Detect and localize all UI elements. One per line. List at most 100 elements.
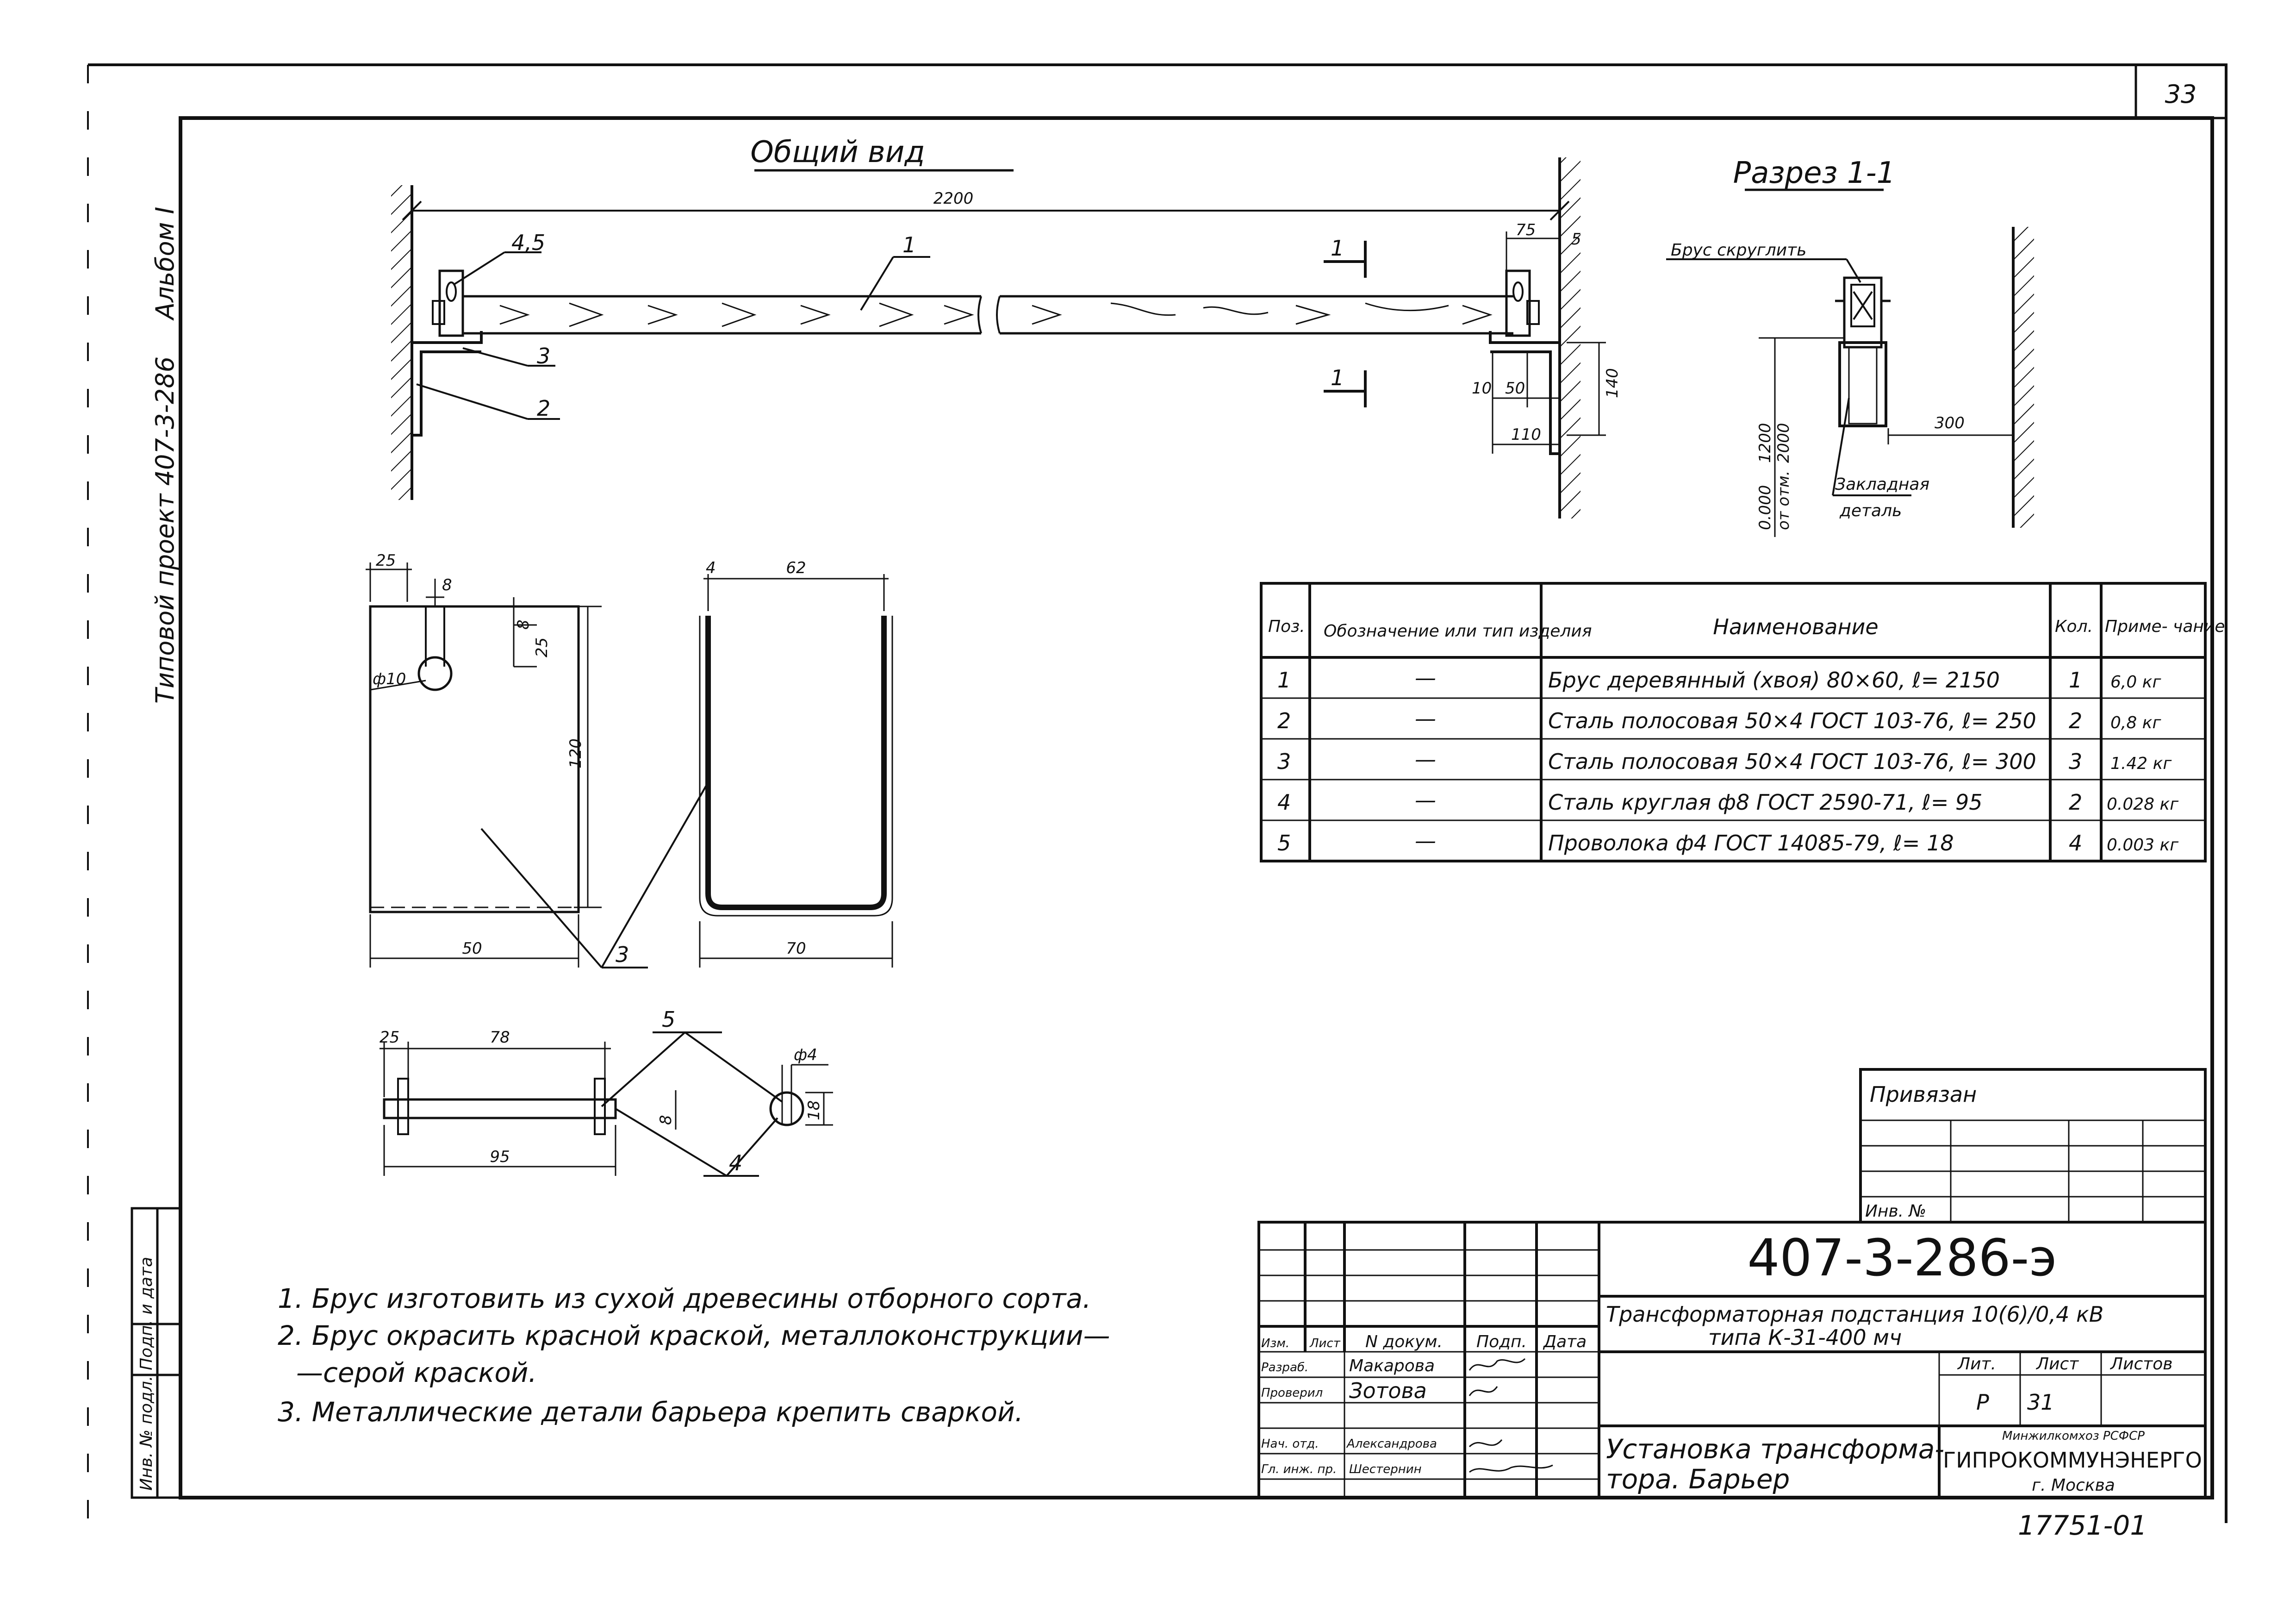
dim-140: 140 [1603,368,1622,398]
spec-cell: Сталь полосовая 50×4 ГОСТ 103-76, ℓ= 250 [1548,708,2036,733]
spec-header-qty: Кол. [2055,617,2093,636]
side-project-label: Типовой проект 407-3-286 [150,356,180,704]
bracket-pos-3: 3 [616,942,629,967]
spec-cell: 3 [1277,749,1291,774]
bracket-dim-70: 70 [786,939,806,958]
tb-header-list: Лист [1309,1337,1341,1350]
tb-role-2: Проверил [1261,1386,1323,1400]
binding-label: Привязан [1870,1082,1977,1107]
archive-code: 17751-01 [2018,1510,2147,1541]
note-line-3: —серой краской. [296,1357,537,1388]
dim-300: 300 [1935,414,1965,432]
section-title: Разрез 1-1 [1733,156,1896,190]
dim-1200: 1200 [1756,423,1774,463]
wooden-bar [463,295,1513,335]
tb-sheet-label: Лист [2035,1355,2079,1374]
dim-floor-2: 0.000 [1756,485,1774,530]
plate-dim-25b: 25 [533,637,551,657]
pos-1-label: 1 [902,232,916,257]
binding-inv-label: Инв. № [1865,1202,1926,1221]
dim-75: 75 [1516,221,1536,239]
tb-name-2: Зотова [1349,1378,1427,1403]
spec-cell: 4 [1277,790,1291,815]
spec-cell: 6,0 кг [2110,673,2161,692]
detail-pin [383,1078,804,1135]
side-stamp [131,1207,182,1499]
plate-dim-8: 8 [442,576,452,594]
tb-name-1: Макарова [1349,1356,1435,1375]
dim-50: 50 [1505,379,1525,398]
side-stamp-sign: Подп. и дата [137,1257,156,1370]
org-city: г. Москва [2032,1476,2115,1495]
detail-plate [369,605,580,913]
spec-cell: 0,8 кг [2110,713,2161,732]
sheet-frame [87,63,2228,1542]
pin-dim-95: 95 [490,1148,510,1166]
spec-cell: — [1415,828,1436,853]
tb-header-sign: Подп. [1476,1332,1527,1351]
tb-header-doc: N докум. [1365,1332,1443,1351]
section-note-embed-1: Закладная [1835,475,1929,494]
plate-dim-phi10: ф10 [373,670,406,688]
pin-dim-phi4: ф4 [794,1046,817,1064]
tb-role-5: Гл. инж. пр. [1261,1462,1337,1476]
pos-2-label: 2 [537,396,550,421]
bracket-dim-4: 4 [706,559,716,577]
pin-dim-18: 18 [805,1100,823,1120]
pin-dim-78: 78 [490,1028,510,1047]
spec-cell: Брус деревянный (хвоя) 80×60, ℓ= 2150 [1548,668,2000,693]
spec-header-designation: Обозначение или тип изделия [1324,622,1592,641]
spec-cell: 2 [2069,790,2082,815]
doc-code: 407-3-286-э [1747,1228,2057,1287]
plate-dim-50: 50 [462,939,482,958]
spec-cell: — [1415,787,1436,812]
left-bracket [411,269,483,437]
spec-cell: 3 [2069,749,2082,774]
dim-2000: 2000 [1774,423,1793,463]
dim-2200: 2200 [933,189,974,208]
spec-row-3: 3 — Сталь полосовая 50×4 ГОСТ 103-76, ℓ=… [1277,747,2172,774]
detail-bracket [699,616,893,917]
pos-3-label: 3 [537,344,550,369]
plate-dim-25a: 25 [376,551,396,570]
spec-cell: — [1415,706,1436,731]
tb-sheet-value: 31 [2027,1390,2054,1415]
plate-dim-120: 120 [566,738,585,768]
spec-cell: Проволока ф4 ГОСТ 14085-79, ℓ= 18 [1548,831,1954,856]
spec-row-4: 4 — Сталь круглая ф8 ГОСТ 2590-71, ℓ= 95… [1277,787,2179,815]
right-wall [1558,157,1580,518]
spec-row-5: 5 — Проволока ф4 ГОСТ 14085-79, ℓ= 18 4 … [1277,828,2179,856]
tb-header-izm: Изм. [1261,1337,1289,1350]
tb-name-5: Шестернин [1349,1462,1422,1476]
spec-cell: Сталь круглая ф8 ГОСТ 2590-71, ℓ= 95 [1548,790,1983,815]
tb-lit-label: Лит. [1957,1355,1996,1374]
tb-name-4: Александрова [1346,1437,1437,1451]
spec-row-1: 1 — Брус деревянный (хвоя) 80×60, ℓ= 215… [1277,665,2161,693]
spec-cell: 0.028 кг [2107,795,2179,814]
dim-110: 110 [1511,425,1541,444]
spec-header-name: Наименование [1713,614,1878,639]
general-view-title: Общий вид [750,135,925,169]
section-note-round: Брус скруглить [1671,241,1806,260]
project-line-2: типа К-31-400 мч [1708,1325,1902,1350]
pin-dim-8: 8 [657,1115,675,1125]
tb-header-date: Дата [1543,1332,1587,1351]
drawing-title-1: Установка трансформа- [1606,1433,1944,1465]
section-bracket [1835,276,1891,427]
spec-cell: — [1415,747,1436,772]
spec-cell: 0.003 кг [2107,836,2179,855]
section-note-embed-2: деталь [1839,501,1902,520]
side-stamp-inv: Инв. № подл. [137,1376,156,1491]
dim-5: 5 [1571,230,1581,249]
right-bracket [1489,269,1561,455]
pos-45-label: 4,5 [511,230,545,255]
spec-cell: 1 [2069,668,2082,693]
spec-cell: 1 [1277,668,1291,693]
org-ministry: Минжилкомхоз РСФСР [2002,1429,2145,1443]
spec-header-note: Приме- чание [2105,617,2225,636]
side-album-label: Альбом I [150,207,180,321]
pin-dim-25: 25 [380,1028,399,1047]
cut-mark-top: 1 [1331,236,1344,261]
dim-floor: от отм. [1774,471,1793,530]
